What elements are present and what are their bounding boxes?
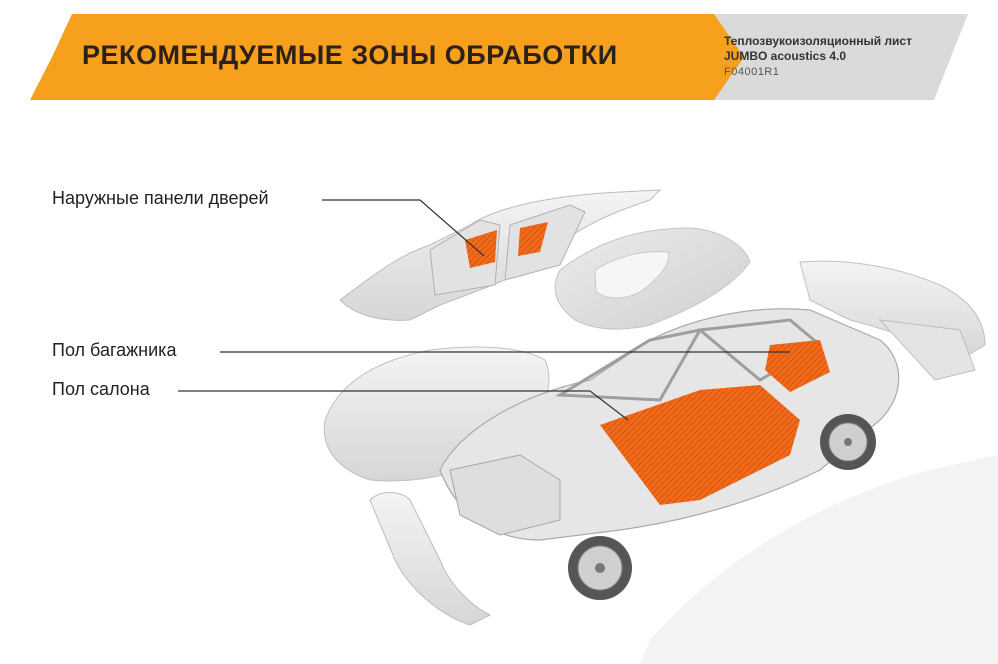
product-info: Теплозвукоизоляционный лист JUMBO acoust… (724, 34, 974, 80)
leader-line-door (322, 199, 485, 257)
leader-line-cabin (178, 390, 629, 421)
callout-cabin-floor: Пол салона (52, 379, 150, 399)
callout-lines (178, 199, 790, 421)
callout-door-panels: Наружные панели дверей (52, 188, 269, 208)
background-car-silhouette (640, 455, 998, 664)
page-title: РЕКОМЕНДУЕМЫЕ ЗОНЫ ОБРАБОТКИ (82, 40, 618, 70)
title-ribbon (30, 14, 744, 100)
trunk-floor-highlight (765, 340, 830, 392)
front-wheel-icon (568, 536, 632, 600)
product-name: JUMBO acoustics 4.0 (724, 49, 847, 63)
roof-panel (554, 227, 751, 330)
door-panel-highlight-rear (518, 222, 548, 256)
rear-wheel-icon (820, 414, 876, 470)
front-bumper (369, 492, 492, 626)
product-type: Теплозвукоизоляционный лист (724, 34, 912, 48)
product-panel (668, 14, 968, 100)
header-banner (30, 14, 968, 100)
cabin-floor-highlight (600, 385, 800, 505)
product-code: F04001R1 (724, 66, 780, 78)
side-panel (339, 189, 662, 321)
rear-panel (799, 260, 986, 381)
callout-trunk-floor: Пол багажника (52, 340, 177, 360)
door-panel-highlight-front (465, 230, 497, 268)
body-frame (439, 308, 900, 541)
